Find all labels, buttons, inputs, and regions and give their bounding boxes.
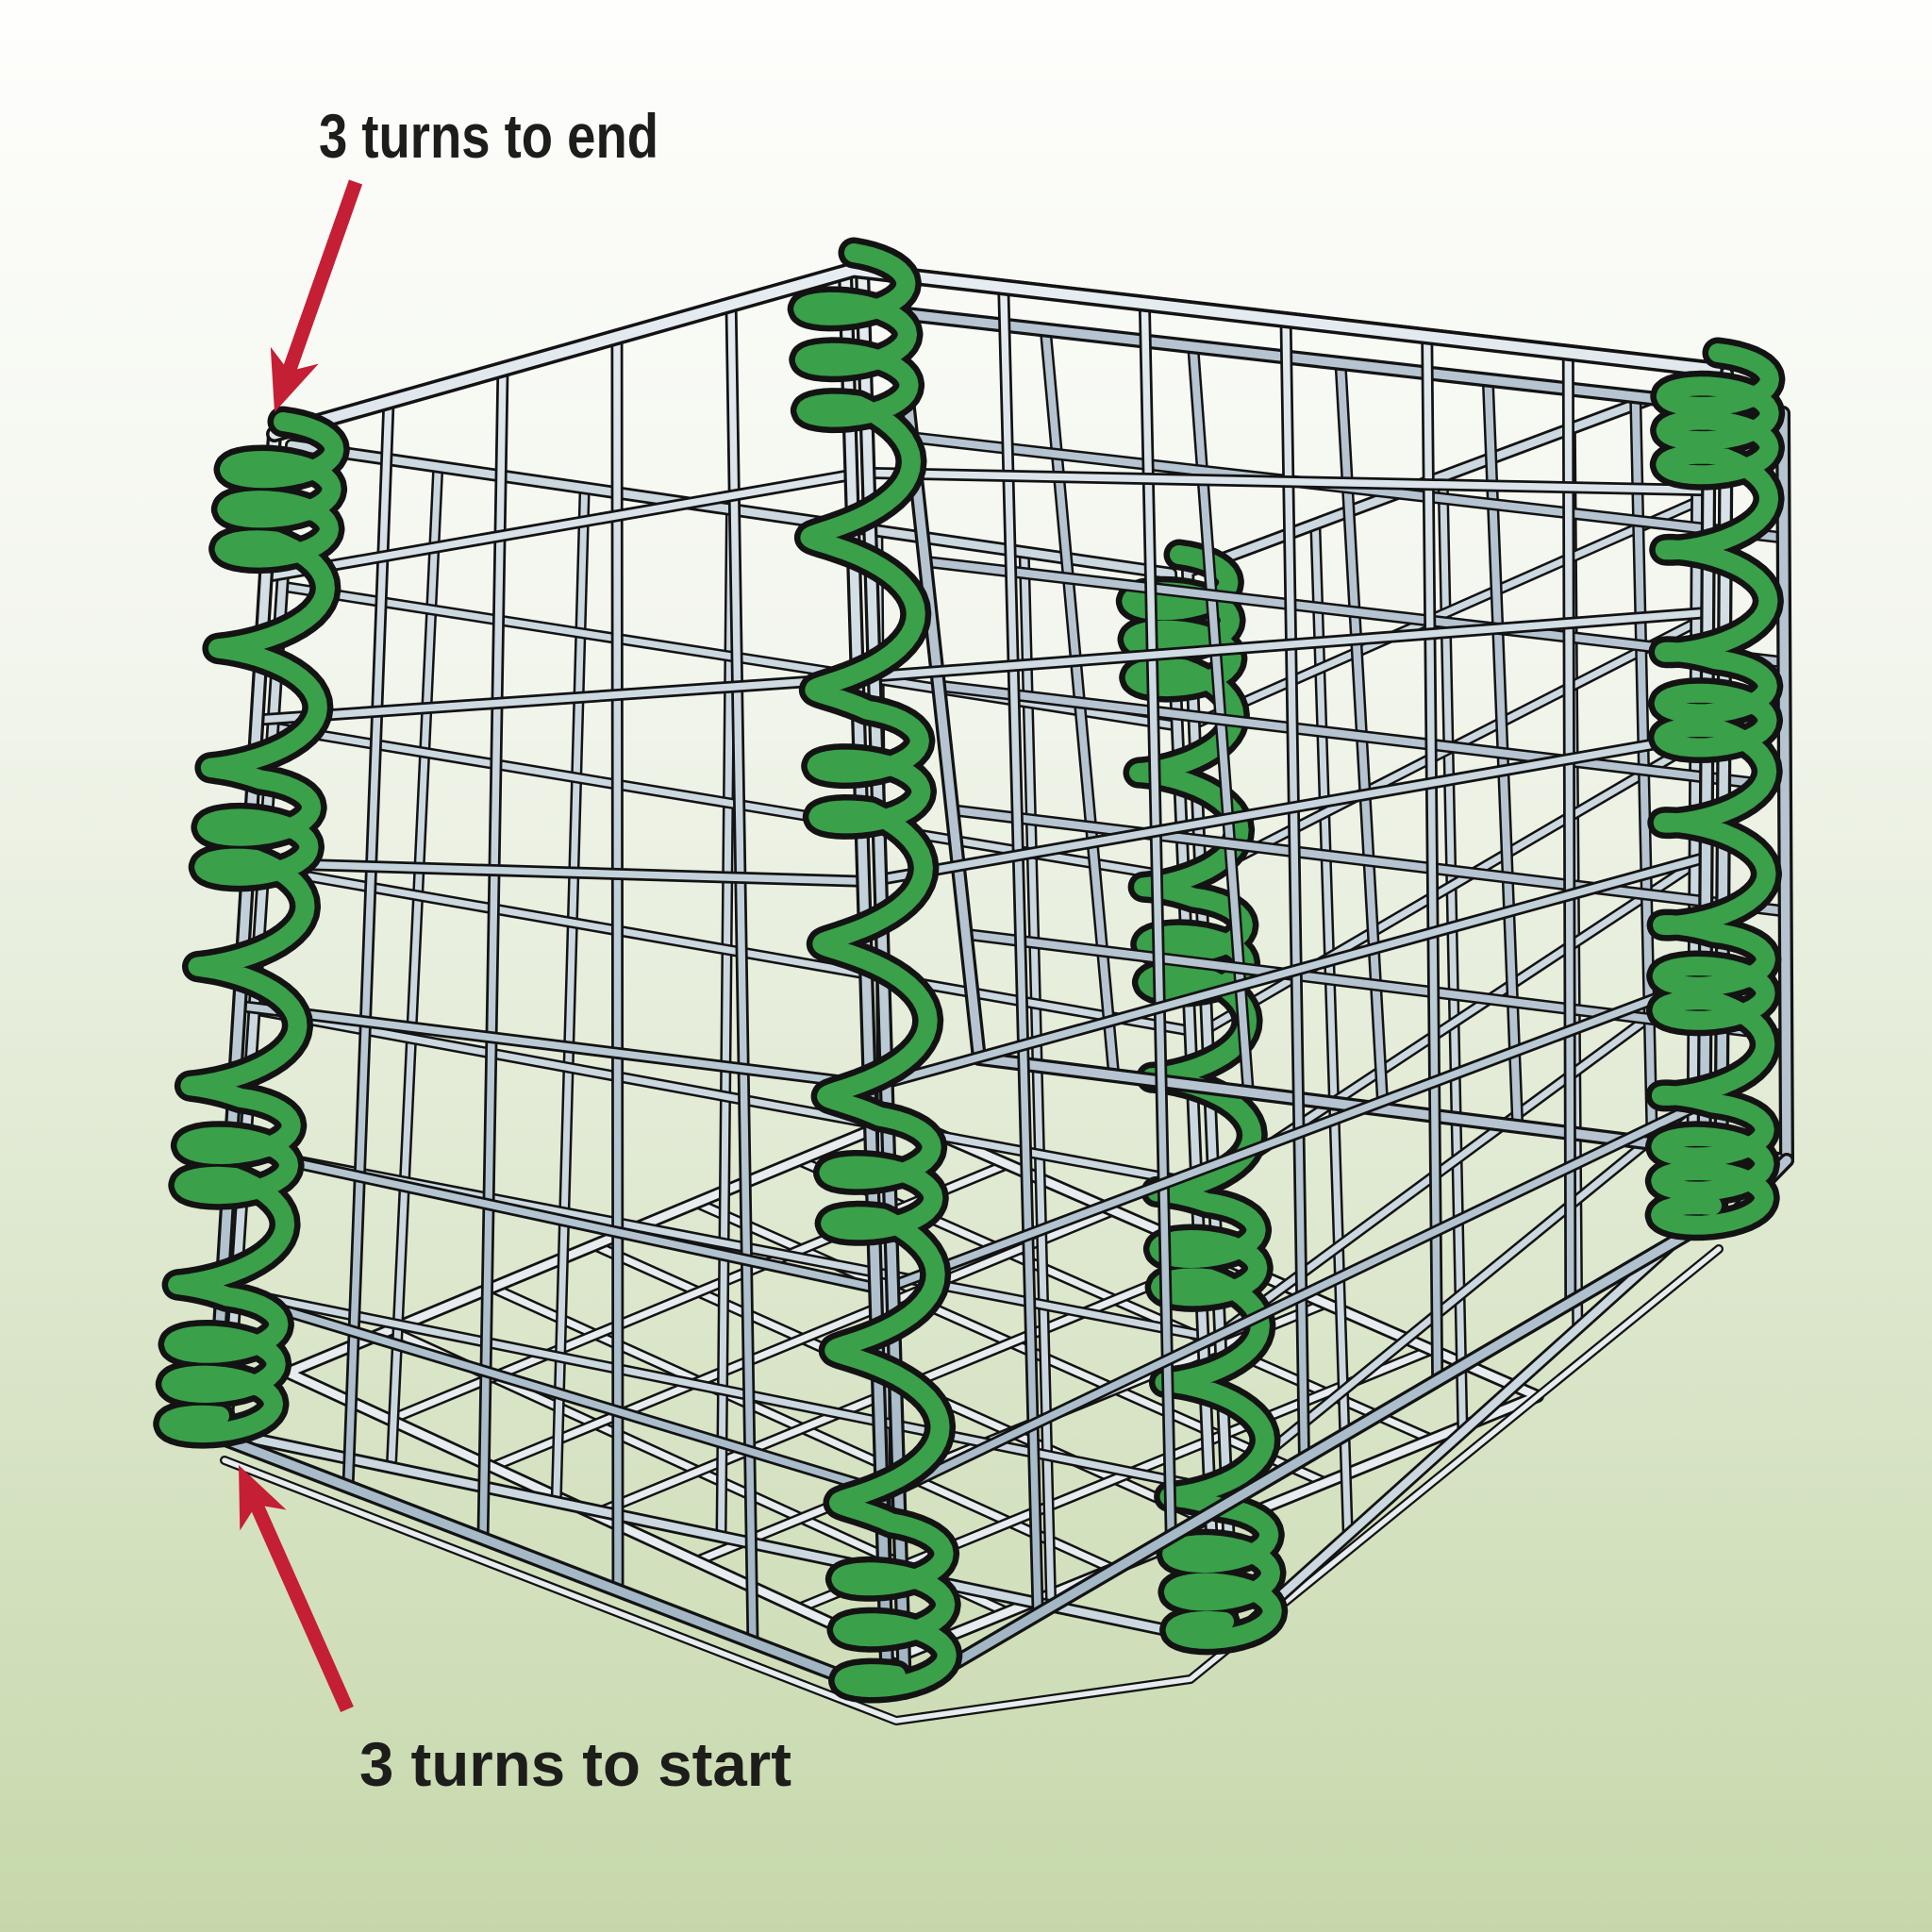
label-bottom-text: 3 turns to start bbox=[359, 1729, 791, 1799]
arrow-bottom-icon bbox=[239, 1465, 354, 1713]
basket-top-rim-wire bbox=[266, 261, 1724, 442]
label-top-text: 3 turns to end bbox=[319, 101, 658, 171]
annotation-bottom: 3 turns to start bbox=[239, 1465, 791, 1799]
annotation-top: 3 turns to end bbox=[270, 101, 658, 412]
spiral-binders bbox=[153, 237, 1786, 1704]
arrow-top-icon bbox=[270, 179, 363, 412]
